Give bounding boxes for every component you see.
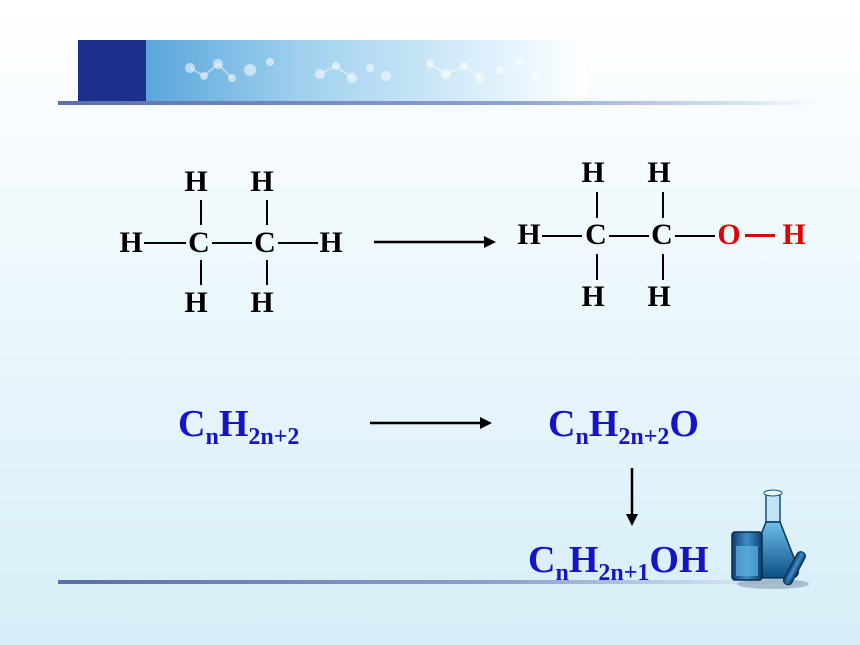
bond: [200, 200, 202, 225]
atom-h-top-1: H: [184, 165, 208, 198]
formula-sub: n: [555, 560, 569, 586]
atom-h-bottom-2: H: [647, 280, 671, 313]
formula-sub: 2n+2: [248, 424, 300, 450]
bond: [662, 192, 664, 218]
footer-divider: [58, 580, 818, 584]
atom-c-1: C: [585, 218, 607, 251]
header-accent-block: [78, 40, 146, 102]
atom-o: O: [717, 218, 741, 251]
arrow-icon: [370, 417, 492, 429]
bond: [596, 192, 598, 218]
formula-tail: OH: [649, 539, 709, 581]
atom-h-right: H: [319, 226, 343, 259]
atom-h-bottom-2: H: [250, 286, 274, 319]
atom-h-top-1: H: [581, 156, 605, 189]
formula-alkane: CnH2n+2: [178, 403, 299, 449]
atom-h-bottom-1: H: [581, 280, 605, 313]
arrow-icon: [374, 236, 496, 248]
atom-h-left: H: [517, 218, 541, 251]
atom-h-bottom-1: H: [184, 286, 208, 319]
atom-c-1: C: [188, 226, 210, 259]
lab-flask-icon: [731, 489, 809, 589]
formula-sub: 2n+2: [618, 424, 670, 450]
atom-h-top-2: H: [250, 165, 274, 198]
bond: [542, 235, 582, 237]
formula-alcohol: CnH2n+1OH: [528, 539, 709, 585]
header-banner: [146, 40, 586, 102]
formula-c: C: [178, 403, 206, 445]
bond: [675, 235, 715, 237]
formula-sub: n: [575, 424, 589, 450]
bond: [212, 242, 252, 244]
bond: [662, 254, 664, 280]
formula-intermediate: CnH2n+2O: [548, 403, 699, 449]
formula-tail: O: [669, 403, 699, 445]
bond: [609, 235, 649, 237]
bond: [278, 242, 318, 244]
atom-h-top-2: H: [647, 156, 671, 189]
atom-c-2: C: [254, 226, 276, 259]
bond: [596, 254, 598, 280]
arrow-down-icon: [626, 468, 638, 526]
formula-sub: n: [205, 424, 219, 450]
formula-h: H: [588, 403, 619, 445]
bond: [200, 260, 202, 285]
bond: [266, 260, 268, 285]
atom-h-left: H: [119, 226, 143, 259]
formula-h: H: [218, 403, 249, 445]
bond: [144, 242, 186, 244]
bond: [266, 200, 268, 225]
formula-c: C: [528, 539, 556, 581]
header-divider: [58, 101, 818, 105]
bond-o-h: [745, 234, 775, 237]
formula-h: H: [568, 539, 599, 581]
formula-c: C: [548, 403, 576, 445]
atom-h-hydroxyl: H: [782, 218, 806, 251]
molecule-pattern-icon: [185, 58, 540, 83]
atom-c-2: C: [651, 218, 673, 251]
